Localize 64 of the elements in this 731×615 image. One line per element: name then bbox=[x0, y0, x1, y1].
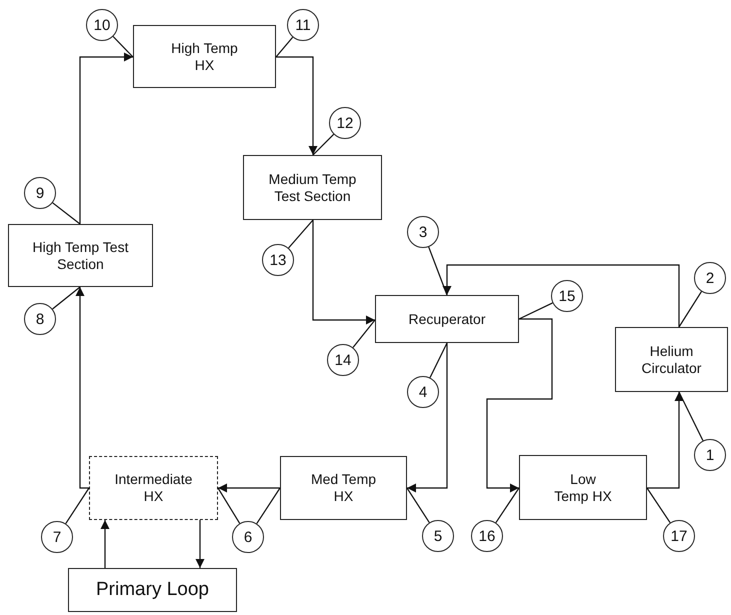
component-label: High Temp Test Section bbox=[32, 238, 130, 272]
component-box bbox=[243, 155, 382, 220]
leader-line bbox=[217, 488, 240, 524]
flow-arrow bbox=[407, 343, 448, 492]
leader-line bbox=[52, 286, 80, 310]
leader-line bbox=[52, 202, 80, 224]
component-box bbox=[68, 568, 237, 612]
flow-arrow bbox=[79, 52, 133, 224]
component-label: Helium Circulator bbox=[640, 342, 702, 376]
callout-number: 13 bbox=[262, 244, 294, 276]
callout-number: 8 bbox=[24, 303, 56, 335]
flow-arrow bbox=[647, 392, 684, 489]
component-label: Recuperator bbox=[408, 310, 486, 328]
callout-number: 4 bbox=[407, 376, 439, 408]
component-label: High Temp HX bbox=[170, 40, 239, 74]
flow-arrow bbox=[486, 318, 553, 492]
component-box bbox=[133, 25, 276, 88]
callout-number: 2 bbox=[694, 262, 726, 294]
callout-number: 14 bbox=[327, 344, 359, 376]
flow-arrow bbox=[276, 56, 318, 155]
flow-arrow bbox=[218, 484, 280, 492]
flow-arrow bbox=[442, 264, 680, 327]
leader-line bbox=[495, 488, 520, 524]
flow-arrow bbox=[76, 287, 89, 489]
component-box bbox=[89, 456, 218, 520]
callout-number: 3 bbox=[407, 216, 439, 248]
leader-line bbox=[288, 220, 314, 248]
leader-line bbox=[430, 342, 448, 378]
callout-number: 16 bbox=[471, 520, 503, 552]
callout-number: 6 bbox=[232, 521, 264, 553]
callout-number: 17 bbox=[663, 520, 695, 552]
leader-line bbox=[406, 488, 430, 523]
component-box bbox=[8, 224, 153, 287]
component-label: Med Temp HX bbox=[310, 471, 378, 505]
component-label: Low Temp HX bbox=[553, 470, 613, 504]
leader-line bbox=[112, 36, 134, 58]
callout-number: 10 bbox=[86, 9, 118, 41]
callout-number: 15 bbox=[551, 280, 583, 312]
leader-line bbox=[352, 320, 376, 348]
component-label: Intermediate HX bbox=[114, 471, 194, 505]
component-box bbox=[375, 295, 519, 343]
callout-number: 5 bbox=[422, 520, 454, 552]
callout-number: 11 bbox=[287, 9, 319, 41]
leader-line bbox=[65, 488, 90, 524]
callout-number: 9 bbox=[24, 177, 56, 209]
leader-line bbox=[678, 291, 702, 328]
leader-line bbox=[518, 302, 553, 320]
leader-line bbox=[276, 36, 294, 58]
callout-number: 7 bbox=[41, 521, 73, 553]
flow-arrow bbox=[100, 520, 110, 568]
callout-number: 12 bbox=[329, 107, 361, 139]
flow-arrow bbox=[312, 220, 375, 324]
leader-line bbox=[678, 392, 704, 441]
leader-line bbox=[646, 488, 671, 524]
component-box bbox=[519, 455, 647, 520]
component-box bbox=[615, 327, 728, 392]
callout-number: 1 bbox=[694, 439, 726, 471]
component-box bbox=[280, 456, 407, 520]
leader-line bbox=[256, 488, 280, 524]
leader-line bbox=[312, 134, 334, 156]
component-label: Medium Temp Test Section bbox=[268, 170, 358, 204]
leader-line bbox=[428, 246, 448, 296]
flow-arrow bbox=[196, 520, 204, 568]
component-label: Primary Loop bbox=[96, 579, 209, 601]
